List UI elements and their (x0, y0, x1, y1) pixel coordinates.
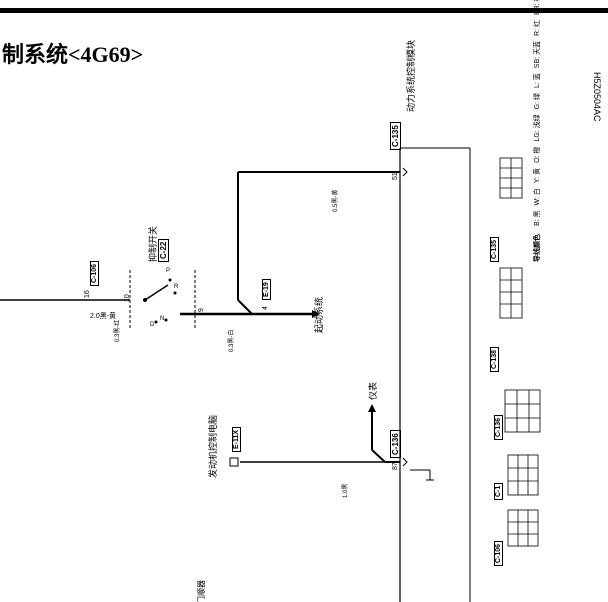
wire-label-1: 0.5黑-黄 (333, 189, 339, 212)
conn-c136-tag: C-136 (390, 430, 401, 458)
color-legend-item: Y: 黄 (534, 167, 541, 184)
arrow-meter (368, 404, 376, 412)
switch-pivot (143, 298, 147, 302)
connector-c138-grid (499, 267, 523, 319)
grid-c135-tag: C-135 (490, 236, 499, 262)
color-legend-item: G: 绿 (534, 93, 541, 110)
conn-c111-tag: E-11X (232, 426, 241, 452)
inhibitor-connector-tag: C-22 (158, 238, 169, 262)
pin-9-label: 9 (198, 308, 205, 312)
color-legend-item: W: 白 (534, 188, 541, 206)
color-legend-title: 导线颜色 (534, 234, 541, 262)
page-title: 制系统<4G69> (2, 42, 144, 67)
color-legend-item: LG: 浅绿 (534, 114, 541, 142)
figure-code: H5Z0504AC (592, 72, 602, 122)
connector-c106-grid (507, 509, 539, 547)
top-rule (0, 8, 608, 13)
color-legend-item: SB: 天蓝 (534, 40, 541, 69)
ecu-label: 动力系统控制模块 (406, 39, 416, 112)
switch-blade (144, 284, 169, 301)
switch-contact-n (164, 318, 168, 322)
starter-label: 起动系统 (314, 296, 324, 333)
color-legend-items: B: 黑 W: 白 Y: 黄 O: 橙 LG: 浅绿 G: 绿 L: 蓝 SB: 天蓝 R: 红… (534, 0, 541, 226)
wire-bend-51 (237, 299, 253, 315)
color-legend-item: L: 蓝 (534, 73, 541, 88)
connector-c1-grid (507, 454, 539, 496)
small-left-label: 门顺器 (197, 580, 206, 602)
color-legend-item: B: 黑 (534, 210, 541, 227)
connector-c136-grid (504, 389, 541, 433)
switch-p-label: P (166, 268, 171, 274)
pin-10-label: 10 (124, 294, 131, 302)
color-legend-item: BR: 棕 (534, 0, 541, 16)
conn-e19-tag: E-19 (262, 279, 271, 300)
grid-c136-tag: C-136 (494, 414, 503, 440)
ecu-connector-tag: C-135 (390, 122, 401, 150)
switch-n-label: N (160, 316, 165, 322)
switch-d-label: D (150, 322, 155, 328)
arrow-starter (312, 310, 320, 318)
pin-51-label: 51 (392, 172, 399, 180)
switch-contact-d (154, 320, 158, 324)
switch-r-label: R (174, 284, 179, 290)
grid-c1-tag: C-1 (494, 482, 503, 500)
conn-c106-tag: C-106 (90, 260, 99, 286)
meter-label: 仪表 (368, 381, 378, 400)
connector-c135-grid (499, 157, 523, 199)
wire-87-bend (371, 449, 386, 463)
color-legend-item: R: 红 (534, 20, 541, 36)
switch-contact-p (168, 278, 172, 282)
wire-label-gr: 0.3黑-红 (115, 319, 121, 342)
pin-87-label: 87 (392, 462, 399, 470)
grid-c138-tag: C-138 (490, 346, 499, 372)
engine-warning-label: 发动机控制电脑 (208, 414, 218, 478)
harness-left-label: 2.0黑-黄 (90, 311, 116, 320)
wire-label-2: 1.0黑 (343, 483, 349, 498)
color-legend-item: O: 橙 (534, 146, 541, 163)
switch-contact-r (173, 291, 177, 295)
color-legend: 导线颜色 B: 黑 W: 白 Y: 黄 O: 橙 LG: 浅绿 G: 绿 L: 蓝 SB: 天… (532, 0, 542, 262)
grid-c106-tag: C-106 (494, 540, 503, 566)
pin-markers (229, 167, 408, 467)
pin-16-label: 16 (84, 290, 91, 298)
wire-label-bw: 0.3黑-白 (229, 329, 235, 352)
pin-4-label: 4 (262, 306, 269, 310)
